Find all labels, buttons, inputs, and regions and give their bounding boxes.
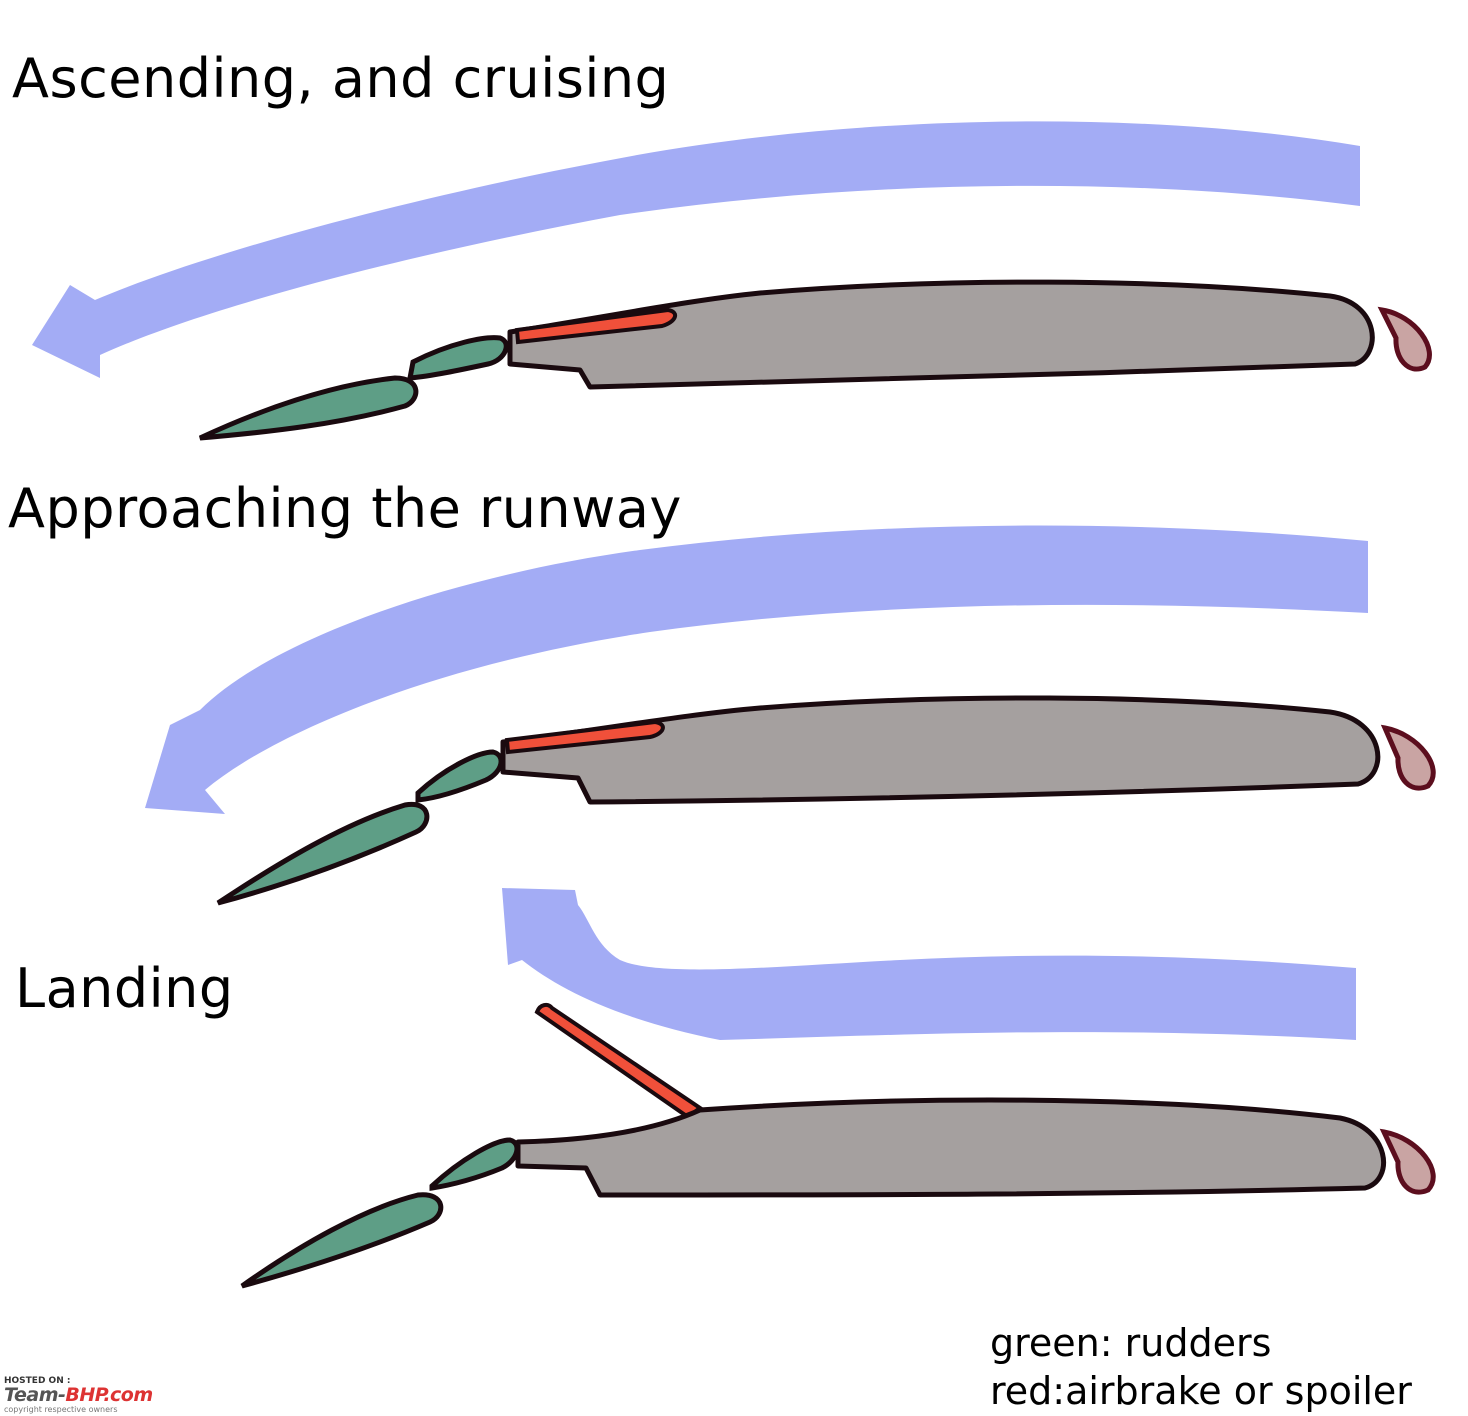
trailing-tab-ascending [1377, 306, 1432, 372]
watermark-hosted: HOSTED ON : [4, 1376, 71, 1386]
rudder-front-ascending [406, 335, 509, 381]
rudder-main-approaching [216, 801, 430, 906]
panel-landing [240, 888, 1436, 1289]
spoiler-approaching [504, 719, 665, 755]
rudder-main-ascending [198, 375, 419, 441]
wing-body-ascending [507, 279, 1375, 390]
rudder-front-landing [429, 1137, 520, 1191]
panel-ascending [32, 121, 1432, 441]
title-ascending: Ascending, and cruising [12, 47, 670, 110]
airflow-arrow-landing [502, 888, 1356, 1040]
rudder-front-approaching [415, 749, 504, 803]
spoiler-ascending [514, 307, 678, 345]
trailing-tab-landing [1379, 1128, 1436, 1195]
airflow-arrow-approaching [145, 525, 1368, 814]
watermark-main: Team-BHP.com [4, 1384, 153, 1406]
airflow-arrow-ascending [32, 121, 1360, 378]
wing-body-approaching [500, 695, 1381, 805]
title-landing: Landing [15, 957, 234, 1020]
watermark-brand: BHP.com [65, 1384, 153, 1406]
legend-spoiler: red:airbrake or spoiler [990, 1369, 1412, 1413]
trailing-tab-approaching [1380, 724, 1436, 791]
watermark-copyright: copyright respective owners [4, 1405, 118, 1414]
spoiler-landing [534, 1002, 704, 1120]
rudder-main-landing [240, 1192, 444, 1289]
panel-approaching [145, 525, 1436, 906]
legend-rudders: green: rudders [990, 1321, 1272, 1365]
watermark-team: Team- [4, 1384, 66, 1406]
wing-body-landing [515, 1097, 1387, 1198]
title-approaching: Approaching the runway [8, 477, 682, 540]
watermark-logo: HOSTED ON : Team-BHP.com copyright respe… [4, 1376, 194, 1414]
